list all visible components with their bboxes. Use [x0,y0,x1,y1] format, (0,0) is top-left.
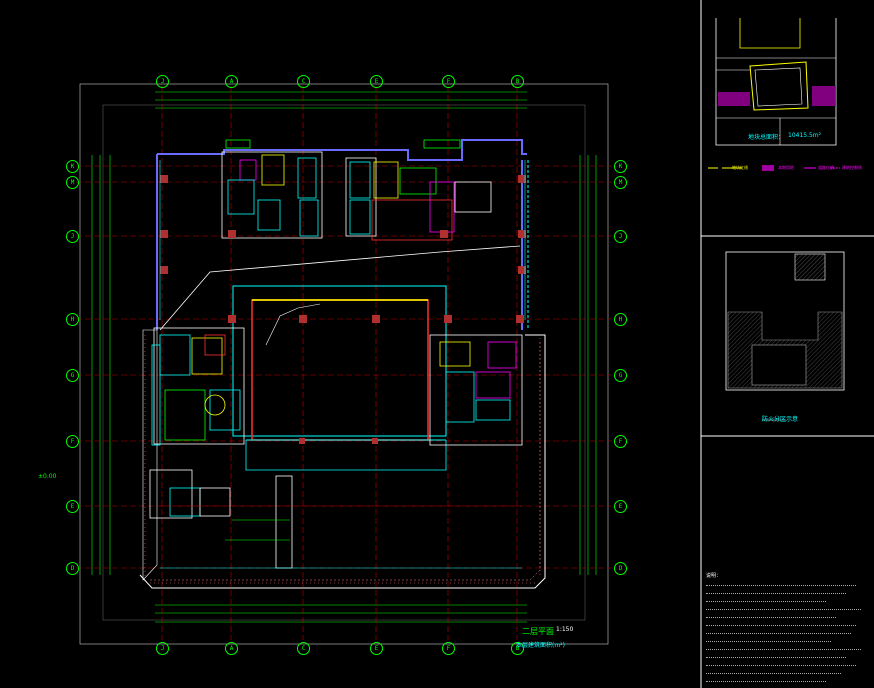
note-line [706,604,861,610]
note-line [706,580,856,586]
dimension-lines [91,91,597,623]
grid-bubble-bottom-5: F [442,642,455,655]
grid-bubble-left-6: F [66,435,79,448]
note-line [706,628,851,634]
grid-bubble-bottom-6: B [511,642,524,655]
grid-bubble-left-5: G [66,369,79,382]
note-line [706,676,826,682]
grid-bubble-right-5: G [614,369,627,382]
grid-bubble-right-2: M [614,176,627,189]
sheet-border [79,83,609,645]
note-line [706,636,831,642]
note-line [706,668,841,674]
site-area-value: 10415.5m² [788,132,822,139]
grid-bubble-top-4: E [370,75,383,88]
grid-bubble-left-7: E [66,500,79,513]
grid-bubble-top-5: F [442,75,455,88]
note-line [706,652,846,658]
grid-bubble-bottom-4: E [370,642,383,655]
grid-bubble-left-2: M [66,176,79,189]
grid-bubble-right-8: D [614,562,627,575]
grid-bubble-top-3: C [297,75,310,88]
central-atrium [159,245,521,471]
drawing-title: 二层平面 [522,627,554,636]
notes-title: 说明： [706,573,722,579]
grid-bubble-bottom-2: A [225,642,238,655]
fire-zone-plan [725,251,845,421]
site-area-label: 地块总面积： [748,134,785,141]
legend-control-line: 建筑控制线 [842,165,862,170]
note-line [706,660,856,666]
grid-bubble-bottom-1: J [156,642,169,655]
core-west [149,327,245,519]
level-marker: ±0.00 [38,473,57,480]
structural-columns [160,175,526,444]
grid-bubble-right-4: H [614,313,627,326]
grid-bubble-right-3: J [614,230,627,243]
south-zone [160,475,522,569]
note-line [706,612,836,618]
legend-road-line: 道路红线 [818,165,834,170]
building-outline [139,139,546,589]
drawing-scale: 1:150 [556,626,574,633]
facade-ticks [144,335,541,584]
note-line [706,620,856,626]
grid-bubble-top-6: B [511,75,524,88]
grid-bubble-left-4: H [66,313,79,326]
title-panels [700,0,874,688]
drawing-subtitle: 本层建筑面积(m²) [516,642,565,649]
key-plan [708,18,840,171]
glazing-strip [159,160,526,320]
grid-bubble-left-8: D [66,562,79,575]
note-line [706,588,846,594]
core-north [221,139,492,241]
grid-bubble-left-1: K [66,160,79,173]
grid-bubble-right-6: F [614,435,627,448]
fire-zone-title: 防火分区示意 [762,416,799,423]
note-line [706,596,826,602]
grid-bubble-top-2: A [225,75,238,88]
grid-bubble-right-7: E [614,500,627,513]
grid-bubble-bottom-3: C [297,642,310,655]
grid-bubble-top-1: J [156,75,169,88]
grid-bubble-right-1: K [614,160,627,173]
core-east [429,334,523,446]
grid-bubble-left-3: J [66,230,79,243]
legend-site-line: 地块红线 [732,165,748,170]
legend-phase-land: 本期用地 [778,165,794,170]
note-line [706,644,861,650]
